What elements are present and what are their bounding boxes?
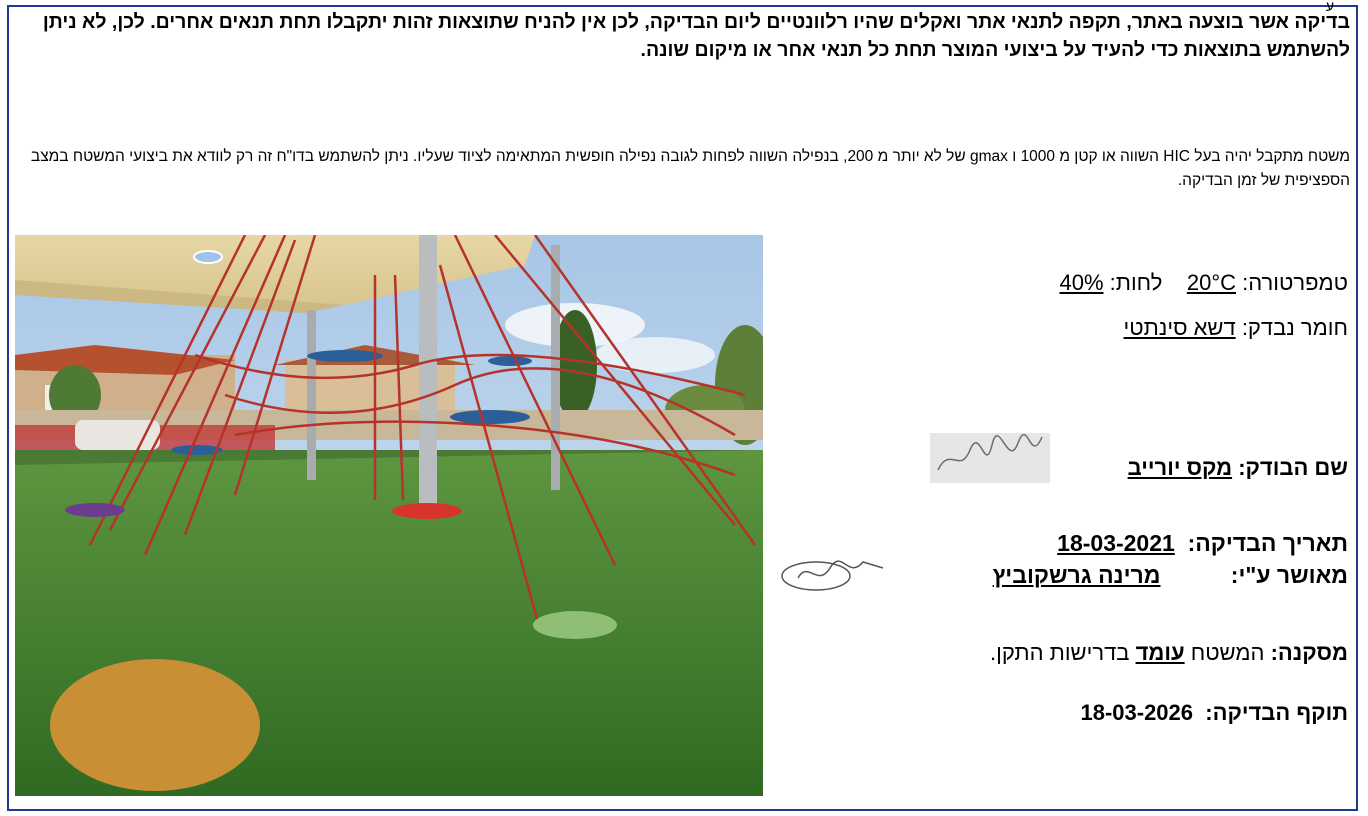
approver-name: מרינה גרשקוביץ: [992, 562, 1161, 588]
material-label: חומר נבדק:: [1241, 315, 1348, 340]
validity-row: תוקף הבדיקה: 18-03-2026: [1080, 700, 1348, 726]
conclusion-row: מסקנה: המשטח עומד בדרישות התקן.: [990, 640, 1348, 666]
report-frame: ﬠ: [7, 0, 1358, 811]
temperature-label: טמפרטורה:: [1242, 270, 1348, 295]
corner-mark: ﬠ: [1325, 0, 1334, 14]
conclusion-status: עומד: [1135, 640, 1185, 665]
inspector-name: מקס יורייב: [1127, 455, 1233, 480]
approved-by-label: מאושר ע"י:: [1230, 562, 1348, 588]
inspector-signature: [930, 425, 1050, 483]
test-date-row: תאריך הבדיקה: 18-03-2021: [1057, 530, 1348, 557]
playground-photo: [15, 235, 763, 796]
conclusion-text-after: בדרישות התקן.: [990, 640, 1130, 665]
disclaimer-text: בדיקה אשר בוצעה באתר, תקפה לתנאי אתר ואק…: [42, 11, 1350, 61]
material-value: דשא סינתטי: [1123, 315, 1236, 340]
validity-date: 18-03-2026: [1080, 700, 1194, 725]
approver-signature: [778, 550, 888, 600]
conclusion-label: מסקנה:: [1270, 640, 1348, 665]
inspector-label: שם הבודק:: [1238, 455, 1348, 480]
inspector-row: שם הבודק: מקס יורייב: [1128, 455, 1348, 481]
acceptance-criteria-text: משטח מתקבל יהיה בעל HIC השווה או קטן מ 1…: [30, 148, 1350, 189]
temperature-value: 20°C: [1186, 270, 1236, 295]
test-date-value: 18-03-2021: [1057, 530, 1175, 556]
humidity-value: 40%: [1059, 270, 1104, 295]
conditions-row: טמפרטורה: 20°C לחות: 40%: [1059, 270, 1348, 296]
validity-label: תוקף הבדיקה:: [1205, 700, 1348, 725]
conclusion-text-before: המשטח: [1190, 640, 1265, 665]
material-row: חומר נבדק: דשא סינתטי: [1124, 315, 1348, 341]
approved-by-row: מאושר ע"י: מרינה גרשקוביץ: [993, 562, 1348, 589]
test-date-label: תאריך הבדיקה:: [1187, 530, 1348, 556]
humidity-label: לחות:: [1109, 270, 1163, 295]
